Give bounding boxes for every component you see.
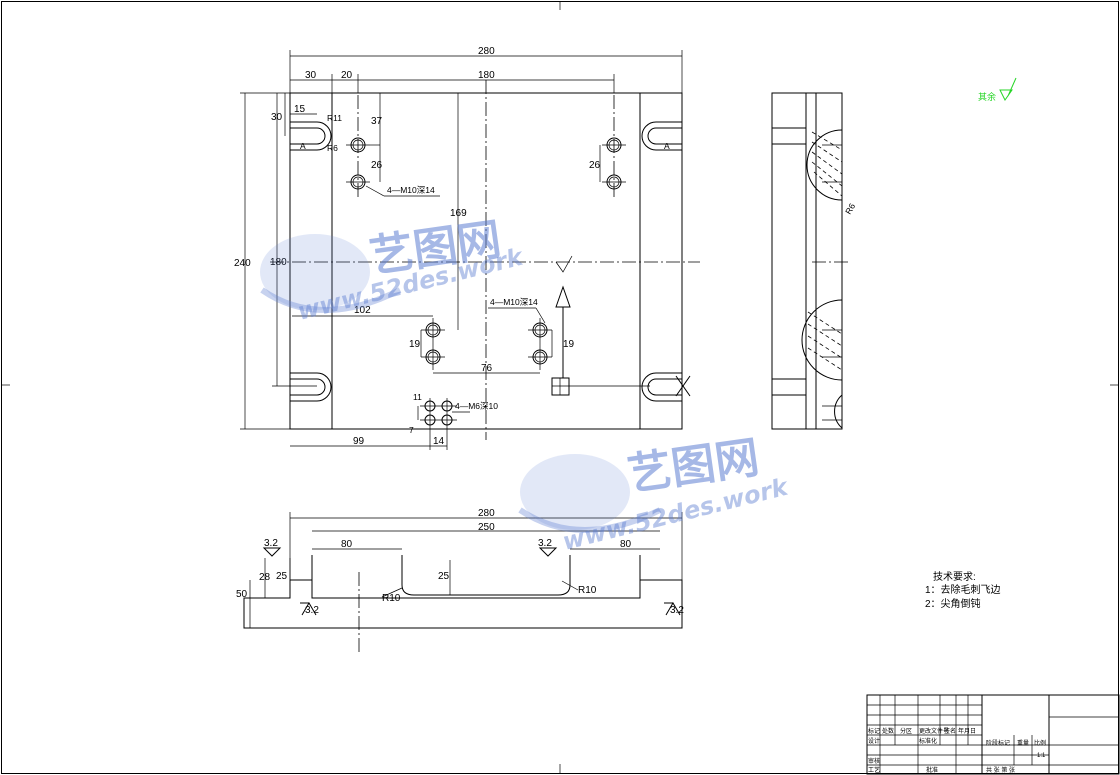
- callout-m6: 4—M6深10: [455, 401, 498, 411]
- bottom-view: 280 250 80 80 50 28 25 25 R10 R10 3.2 3.…: [236, 508, 684, 655]
- dim-20: 20: [341, 70, 353, 81]
- roughness-2: 3.2: [538, 538, 552, 549]
- dim-r6: R6: [327, 143, 338, 153]
- roughness-3: 3.2: [305, 605, 319, 616]
- bottom-dim-50: 50: [236, 589, 248, 600]
- dim-30-left: 30: [271, 112, 283, 123]
- tb-design: 设计: [868, 737, 880, 745]
- bottom-dim-280: 280: [478, 508, 495, 519]
- dim-r11: R11: [327, 113, 342, 123]
- tb-zone: 分区: [900, 727, 912, 735]
- dim-76: 76: [481, 363, 493, 374]
- dim-37: 37: [371, 116, 383, 127]
- dim-240: 240: [234, 258, 251, 269]
- other-surface-label: 其余: [978, 91, 996, 102]
- title-block: 标记 处数 分区 更改文件号 签名 年月日 设计 标准化 审核 工艺 批准 阶段…: [866, 694, 1120, 775]
- dim-180-left: 180: [270, 257, 287, 268]
- tb-weight: 重量: [1017, 739, 1029, 747]
- dim-7: 7: [409, 425, 414, 435]
- tb-mark: 标记: [868, 727, 880, 735]
- tech-requirements: 技术要求: 1：去除毛刺飞边 2：尖角倒钝: [925, 570, 1001, 610]
- bottom-dim-80-right: 80: [620, 539, 632, 550]
- dim-169: 169: [450, 208, 467, 219]
- dim-180-top: 180: [478, 70, 495, 81]
- bottom-dim-28: 28: [259, 572, 271, 583]
- dim-99: 99: [353, 436, 365, 447]
- bottom-dim-r10-left: R10: [382, 593, 401, 604]
- bottom-dim-25-left: 25: [276, 571, 288, 582]
- bottom-dim-25-mid: 25: [438, 571, 450, 582]
- section-mark-a-right: A: [664, 141, 670, 151]
- other-surface-roughness: 其余: [978, 77, 1017, 102]
- section-mark-a-left: A: [300, 141, 306, 151]
- callout-m10-top: 4—M10深14: [387, 185, 435, 195]
- tb-count: 处数: [882, 727, 894, 735]
- side-view: R6: [771, 92, 857, 430]
- bottom-outline: [243, 579, 683, 629]
- tb-approve: 批准: [926, 766, 938, 774]
- tb-standard: 标准化: [919, 737, 937, 745]
- dim-102: 102: [354, 305, 371, 316]
- side-outline: [771, 92, 843, 430]
- side-dim-r6: R6: [843, 201, 857, 216]
- tech-req-title: 技术要求:: [933, 570, 976, 583]
- roughness-4: 3.2: [670, 605, 684, 616]
- front-view: 280 30 20 180 240 180 169 15 30 R11 R6 A…: [234, 46, 700, 450]
- tb-process: 工艺: [868, 766, 880, 774]
- bottom-dim-80-left: 80: [341, 539, 353, 550]
- dim-15: 15: [294, 104, 306, 115]
- watermark-1: 艺图网 www.52des.work: [260, 214, 527, 326]
- dim-11: 11: [413, 392, 422, 402]
- dim-14: 14: [433, 436, 445, 447]
- tb-sheets: 共 张 第 张: [986, 766, 1015, 774]
- dim-30: 30: [305, 70, 317, 81]
- tb-date: 年月日: [958, 727, 976, 735]
- tb-review: 审核: [868, 757, 880, 765]
- tb-change: 更改文件号: [919, 727, 949, 735]
- bottom-dim-250: 250: [478, 522, 495, 533]
- tb-stage: 阶段标记: [986, 739, 1010, 747]
- bottom-dim-r10-right: R10: [578, 585, 597, 596]
- dim-19-left: 19: [409, 339, 421, 350]
- dim-26-left: 26: [371, 160, 383, 171]
- tb-scale-label: 比例: [1034, 739, 1046, 747]
- dim-19-right: 19: [563, 339, 575, 350]
- tech-req-item-1: 1：去除毛刺飞边: [925, 583, 1001, 596]
- dim-26-right: 26: [589, 160, 601, 171]
- tech-req-item-2: 2：尖角倒钝: [925, 597, 981, 610]
- tb-sign: 签名: [944, 727, 956, 735]
- watermark-2: 艺图网 www.52des.work: [518, 432, 792, 556]
- tb-scale: 1:1: [1037, 753, 1046, 759]
- dim-280-top: 280: [478, 46, 495, 57]
- roughness-1: 3.2: [264, 538, 278, 549]
- callout-m10-mid: 4—M10深14: [490, 297, 538, 307]
